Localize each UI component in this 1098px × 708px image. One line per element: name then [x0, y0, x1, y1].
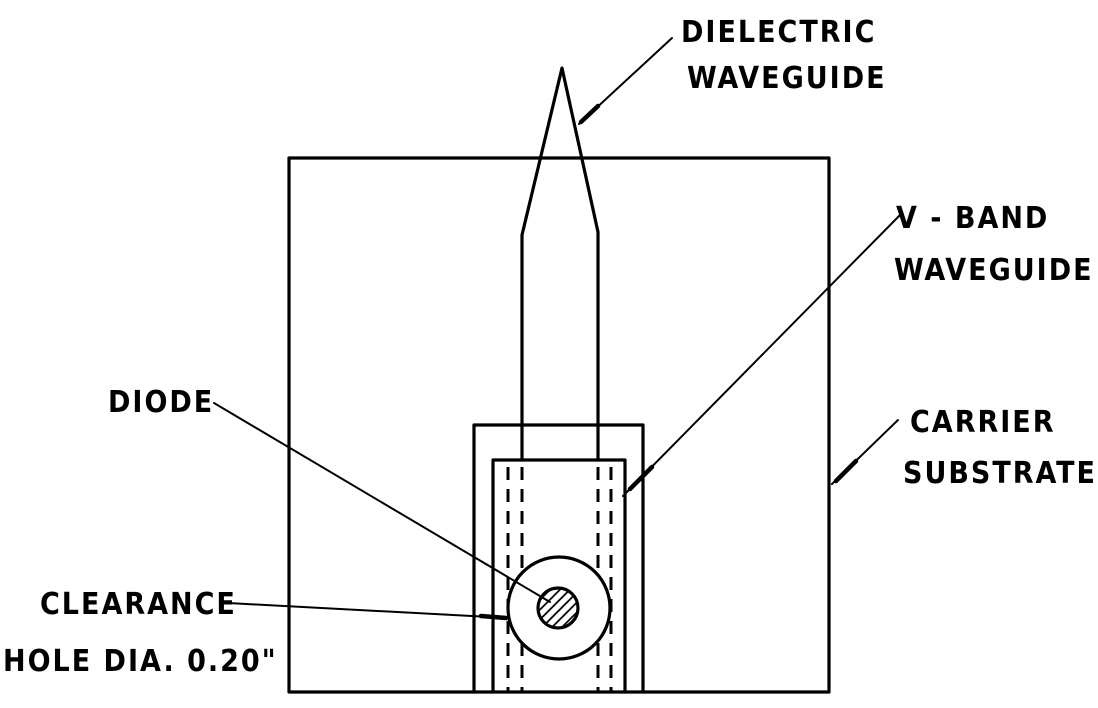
- label-v-band-line1: V - BAND: [896, 201, 1049, 236]
- label-clearance-line1: CLEARANCE: [40, 587, 237, 622]
- label-clearance-line2: HOLE DIA. 0.20": [3, 644, 278, 679]
- leader-diode: [213, 402, 551, 603]
- leader-clearance-hole: [227, 602, 510, 619]
- label-dielectric-line2: WAVEGUIDE: [687, 61, 887, 96]
- leader-v-band-waveguide: [622, 214, 901, 497]
- arrow-v-band-waveguide: [627, 464, 655, 492]
- v-band-waveguide-inner: [491, 458, 627, 694]
- label-v-band-line2: WAVEGUIDE: [894, 253, 1094, 288]
- arrow-dielectric-waveguide: [578, 103, 601, 125]
- dielectric-waveguide: [520, 66, 600, 462]
- arrow-clearance-hole: [478, 613, 509, 621]
- label-dielectric-line1: DIELECTRIC: [681, 15, 876, 50]
- arrow-carrier-substrate: [833, 458, 859, 484]
- label-diode: DIODE: [108, 385, 214, 420]
- diode: [536, 586, 580, 630]
- label-carrier-line1: CARRIER: [910, 405, 1056, 440]
- label-carrier-line2: SUBSTRATE: [903, 456, 1097, 491]
- carrier-substrate: [287, 156, 831, 694]
